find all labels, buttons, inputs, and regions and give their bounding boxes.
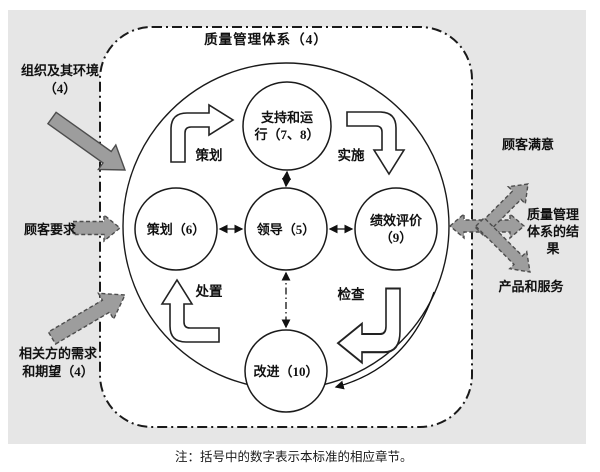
input-label-customer-requirements: 顾客要求 <box>23 222 76 237</box>
node-label-performance-evaluation: 绩效评价 （9） <box>369 213 422 245</box>
cycle-label-do: 实施 <box>337 148 365 163</box>
node-label-improvement: 改进（10） <box>253 364 319 379</box>
node-improvement <box>244 329 328 413</box>
cycle-return-arrow <box>334 291 435 390</box>
input-label-interested-parties: 相关方的需求 和期望（4） <box>18 346 97 379</box>
input-label-organization-context: 组织及其环境 （4） <box>20 63 99 96</box>
node-leadership <box>244 187 328 271</box>
node-label-planning: 策划（6） <box>146 222 206 237</box>
input-arrow-customer-requirements-icon <box>72 213 122 243</box>
diagram-title: 质量管理体系（4） <box>204 32 328 47</box>
output-label-products-services: 产品和服务 <box>498 279 564 294</box>
footnote: 注：括号中的数字表示本标准的相应章节。 <box>175 450 413 464</box>
node-label-support-operation: 支持和运 行（7、8） <box>254 110 320 142</box>
node-support-operation <box>242 81 332 171</box>
input-arrow-interested-parties-icon <box>47 292 127 345</box>
node-performance-evaluation <box>354 187 438 271</box>
cycle-label-act: 处置 <box>195 284 223 299</box>
input-arrow-context-icon <box>46 111 127 171</box>
output-label-qms-results: 质量管理 体系的结 果 <box>526 207 579 256</box>
node-label-leadership: 领导（5） <box>256 222 316 237</box>
cycle-label-check: 检查 <box>337 287 365 302</box>
node-planning <box>134 187 218 271</box>
cycle-label-plan: 策划 <box>195 148 223 163</box>
connector-support-leadership <box>281 170 292 188</box>
output-arrow-products-icon <box>474 216 531 273</box>
output-label-customer-satisfaction: 顾客满意 <box>501 137 554 152</box>
